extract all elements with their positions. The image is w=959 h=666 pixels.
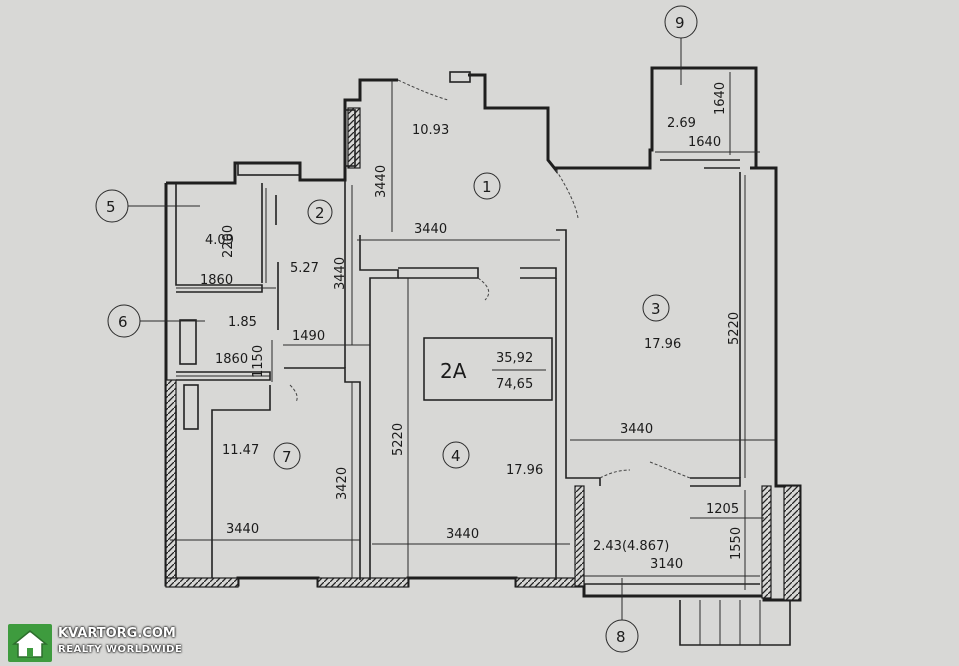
door-swings	[289, 79, 691, 479]
dim-room5-width: 1860	[200, 273, 233, 288]
callout-circle-5	[95, 189, 129, 223]
dim-room1-height: 3440	[374, 165, 389, 198]
callout-leaders	[128, 38, 682, 620]
interior-walls	[175, 71, 760, 585]
total-area: 74,65	[496, 377, 533, 392]
room-area-6: 1.85	[228, 315, 257, 330]
dim-room6-height: 1150	[251, 345, 266, 378]
room-area-8: 2.43(4.867)	[593, 539, 669, 554]
watermark-subtitle: REALTY WORLDWIDE	[58, 644, 183, 655]
dim-balcony-1550: 1550	[729, 527, 744, 560]
dim-balcony-1205: 1205	[706, 502, 739, 517]
callout-number-9: 9	[675, 14, 685, 32]
callout-circle-8	[605, 619, 639, 653]
room-area-4: 17.96	[506, 463, 543, 478]
dim-room4-height: 5220	[391, 423, 406, 456]
watermark-logo	[8, 624, 52, 662]
callout-number-5: 5	[106, 198, 116, 216]
dim-room5-height: 2200	[221, 225, 236, 258]
apartment-summary-box	[423, 337, 553, 401]
outer-walls	[164, 66, 802, 602]
dim-room2-height: 3440	[333, 257, 348, 290]
dim-room1-width: 3440	[414, 222, 447, 237]
dim-room7-height: 3420	[335, 467, 350, 500]
room-circle-3	[642, 294, 670, 322]
room-circle-7	[273, 442, 301, 470]
dim-room4-width: 3440	[446, 527, 479, 542]
callout-circle-6	[107, 304, 141, 338]
dim-room3-height: 5220	[727, 312, 742, 345]
room-number-4: 4	[451, 447, 461, 465]
room-circle-4	[442, 441, 470, 469]
room-area-5: 4.09	[205, 233, 234, 248]
dim-room3-width: 3440	[620, 422, 653, 437]
room-area-1: 10.93	[412, 123, 449, 138]
dim-room9-width: 1640	[688, 135, 721, 150]
room-number-7: 7	[282, 448, 292, 466]
balcony-railing	[679, 600, 791, 646]
house-icon	[11, 630, 49, 658]
room-number-2: 2	[315, 204, 325, 222]
room-area-2: 5.27	[290, 261, 319, 276]
callout-circle-9	[664, 5, 698, 39]
room-number-1: 1	[482, 178, 492, 196]
callout-number-8: 8	[616, 628, 626, 646]
dimension-lines	[170, 72, 775, 590]
dim-room7-width: 3440	[226, 522, 259, 537]
dim-room6-width: 1860	[215, 352, 248, 367]
dim-corridor-width: 1490	[292, 329, 325, 344]
room-area-7: 11.47	[222, 443, 259, 458]
living-area: 35,92	[496, 351, 533, 366]
room-area-3: 17.96	[644, 337, 681, 352]
dim-room9-height: 1640	[713, 82, 728, 115]
apartment-label: 2A	[440, 359, 467, 383]
callout-number-6: 6	[118, 313, 128, 331]
room-area-9: 2.69	[667, 116, 696, 131]
dim-balcony-3140: 3140	[650, 557, 683, 572]
room-number-3: 3	[651, 300, 661, 318]
room-circle-2	[307, 199, 333, 225]
watermark-title: KVARTORG.COM	[58, 626, 176, 641]
room-circle-1	[473, 172, 501, 200]
